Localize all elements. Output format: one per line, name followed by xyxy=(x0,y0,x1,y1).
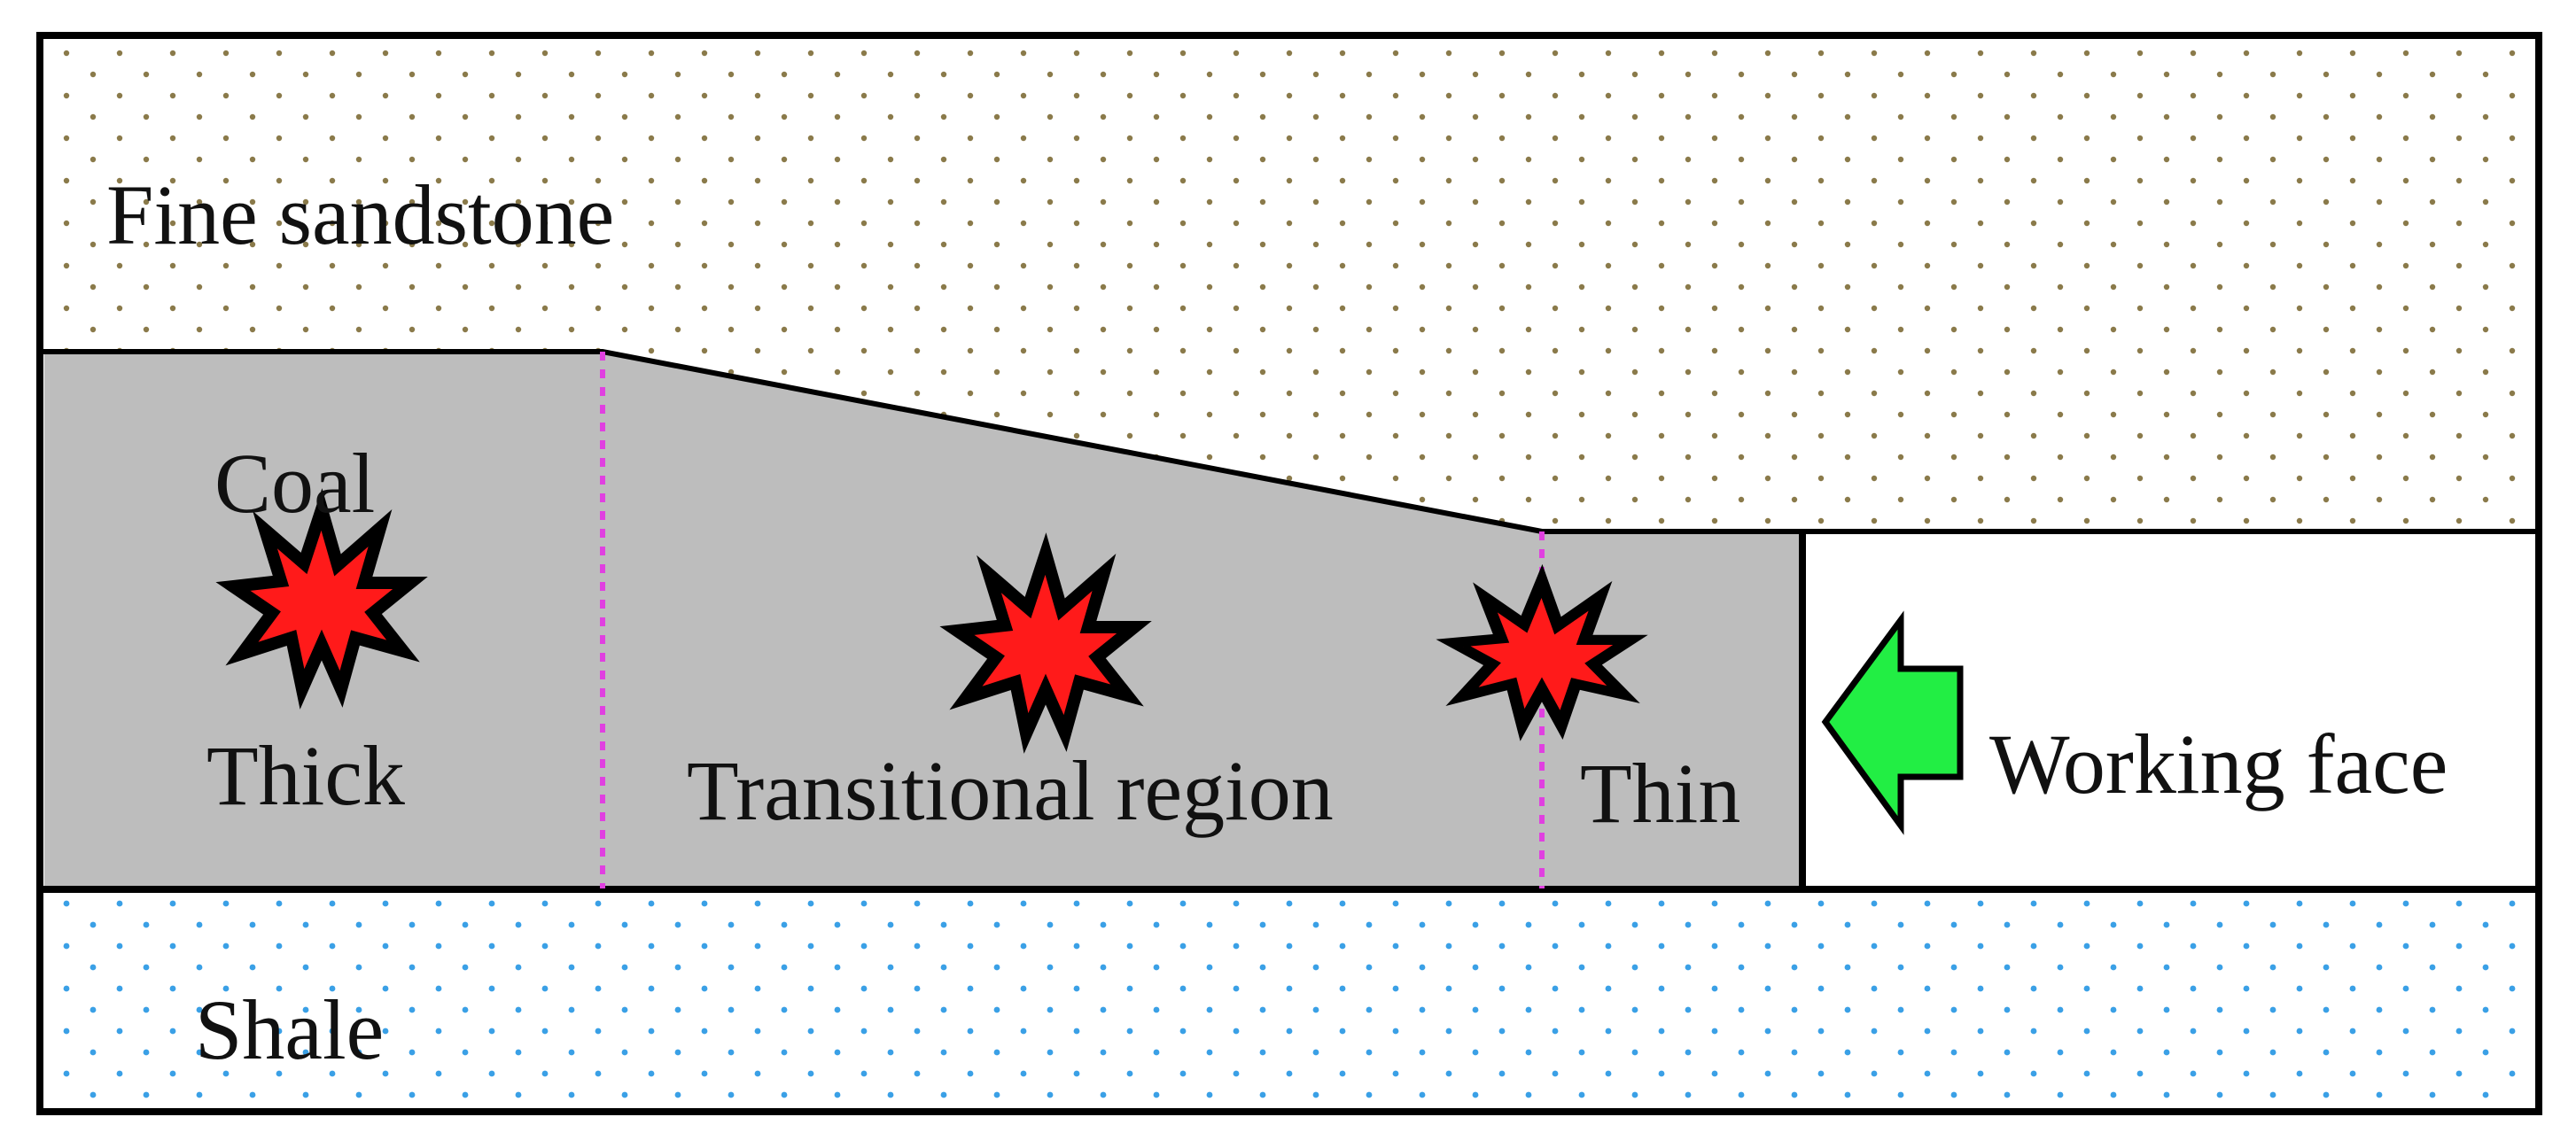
working-face-label: Working face xyxy=(1989,717,2448,811)
burst-icon xyxy=(1436,563,1648,741)
burst-icon xyxy=(939,532,1152,754)
left-arrow-icon xyxy=(1821,610,1964,835)
fine-sandstone-label: Fine sandstone xyxy=(106,167,614,262)
coal-label: Coal xyxy=(214,436,375,531)
thick-label: Thick xyxy=(206,728,405,823)
coal-seam xyxy=(44,352,1799,888)
diagram-border xyxy=(36,32,2542,1115)
transitional-region-label: Transitional region xyxy=(687,743,1334,838)
thin-label: Thin xyxy=(1580,746,1740,841)
shale-layer xyxy=(40,890,2539,1110)
shale-label: Shale xyxy=(195,982,384,1077)
coal-roof-line xyxy=(40,349,2536,534)
burst-icon xyxy=(215,488,428,710)
